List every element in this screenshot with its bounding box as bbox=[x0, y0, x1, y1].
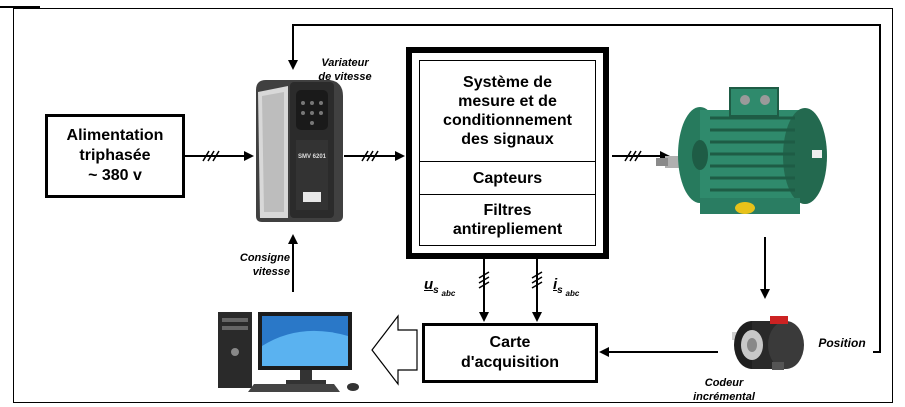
alimentation-line-1: Alimentation bbox=[66, 127, 164, 144]
u-symbol-subsub: abc bbox=[441, 289, 456, 298]
drive-model-text: SMV 6201 bbox=[298, 154, 327, 160]
motor-image bbox=[656, 87, 827, 214]
variateur-label: Variateur de vitesse bbox=[300, 56, 390, 84]
variateur-line-1: Variateur bbox=[321, 57, 369, 69]
u-symbol-base: u bbox=[424, 276, 434, 293]
systeme-line-3: conditionnement bbox=[443, 112, 572, 129]
position-label: Position bbox=[818, 336, 866, 350]
filtres-line-2: antirepliement bbox=[452, 221, 563, 238]
systeme-line-4: des signaux bbox=[461, 131, 554, 148]
three-phase-mark-1 bbox=[202, 150, 220, 162]
alimentation-line-3: ~ 380 v bbox=[88, 167, 142, 184]
consigne-label: Consigne vitesse bbox=[218, 251, 290, 279]
i-signal-symbol: is abc bbox=[553, 276, 579, 298]
i-symbol-sub: s bbox=[557, 285, 563, 296]
alimentation-line-2: triphasée bbox=[79, 147, 151, 164]
computer-image bbox=[218, 312, 359, 392]
i-symbol-base: i bbox=[553, 276, 558, 293]
hollow-arrow-card-to-pc bbox=[371, 314, 418, 386]
acquisition-card-block: Carte d'acquisition bbox=[422, 323, 598, 383]
consigne-line-1: Consigne bbox=[239, 252, 290, 264]
capteurs-label: Capteurs bbox=[472, 169, 543, 187]
codeur-line-1: Codeur bbox=[704, 377, 744, 389]
carte-line-2: d'acquisition bbox=[460, 354, 560, 371]
three-phase-mark-2 bbox=[361, 150, 379, 162]
position-feedback-line bbox=[288, 24, 881, 353]
filtres-line-1: Filtres bbox=[483, 202, 532, 219]
codeur-line-2: incrémental bbox=[693, 391, 755, 403]
diagram-frame bbox=[13, 8, 893, 403]
u-symbol-sub: s bbox=[433, 285, 439, 296]
three-phase-mark-3 bbox=[624, 150, 642, 162]
drive-image: SMV 6201 bbox=[256, 80, 343, 222]
three-phase-mark-i bbox=[531, 271, 543, 289]
u-signal-symbol: us abc bbox=[424, 276, 455, 298]
systeme-line-2: mesure et de bbox=[458, 93, 557, 110]
alimentation-block: Alimentation triphasée ~ 380 v bbox=[45, 114, 185, 198]
encoder-image bbox=[732, 316, 804, 370]
carte-line-1: Carte bbox=[489, 334, 531, 351]
capteurs-section: Capteurs bbox=[420, 162, 595, 195]
variateur-line-2: de vitesse bbox=[318, 71, 372, 83]
consigne-line-2: vitesse bbox=[252, 266, 290, 278]
codeur-label: Codeur incrémental bbox=[684, 376, 764, 404]
top-left-tick bbox=[0, 6, 40, 8]
systeme-line-1: Système de bbox=[463, 74, 552, 91]
filtres-section: Filtres antirepliement bbox=[420, 195, 595, 245]
i-symbol-subsub: abc bbox=[565, 289, 580, 298]
three-phase-mark-u bbox=[478, 271, 490, 289]
measurement-system-block: Système de mesure et de conditionnement … bbox=[406, 47, 609, 259]
conditioning-section: Système de mesure et de conditionnement … bbox=[420, 61, 595, 162]
